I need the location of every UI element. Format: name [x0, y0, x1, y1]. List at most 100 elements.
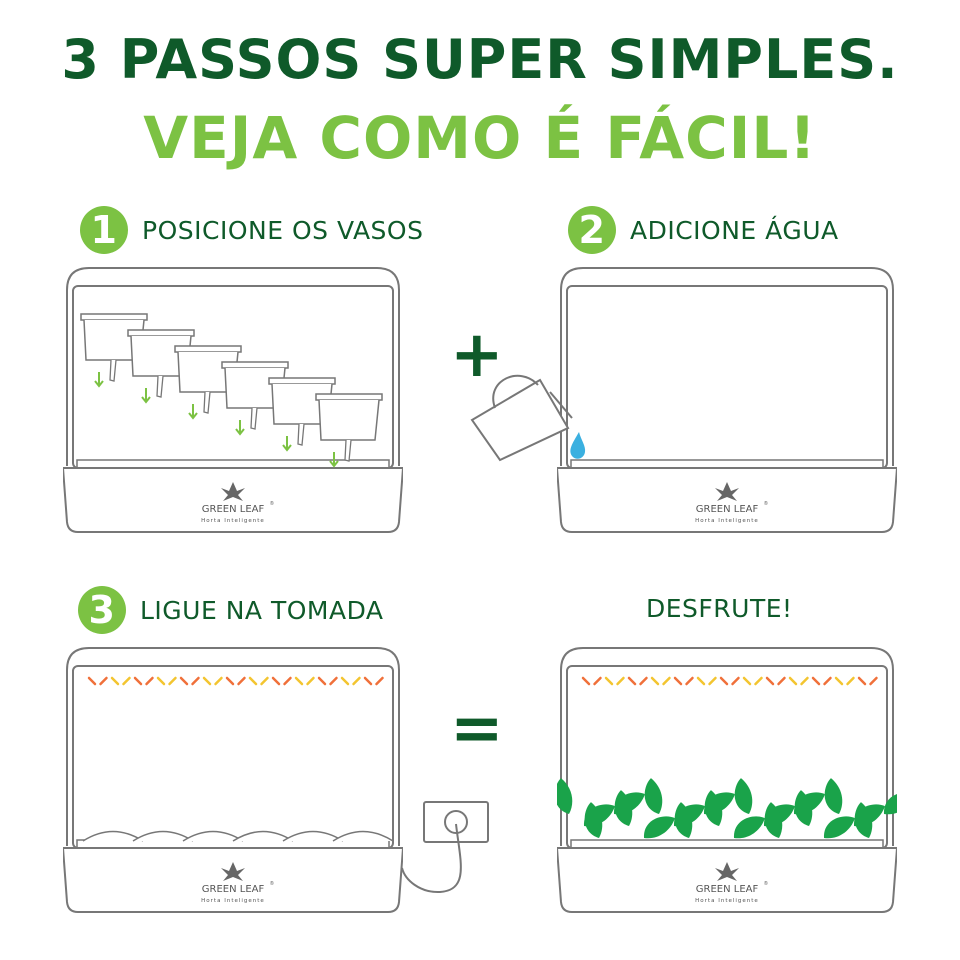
arrow-down-icon — [188, 404, 198, 420]
led-light — [179, 676, 189, 686]
led-light — [237, 676, 246, 686]
led-light — [145, 676, 154, 686]
equals-sign: = — [450, 692, 504, 766]
brand-name: GREEN LEAF — [202, 504, 265, 515]
leaf — [704, 790, 723, 826]
led-light — [673, 676, 683, 686]
step-label: DESFRUTE! — [646, 594, 793, 623]
accessories — [401, 374, 586, 894]
led-light — [363, 676, 373, 686]
led-light — [225, 676, 235, 686]
step-label: POSICIONE OS VASOS — [142, 215, 424, 245]
leaf — [557, 778, 573, 814]
led-light — [788, 676, 798, 686]
led-light — [168, 676, 177, 686]
planter-base — [557, 467, 897, 533]
pot-rim — [268, 377, 336, 385]
led-light — [271, 676, 281, 686]
tray-slots — [76, 459, 390, 469]
step-3-heading: 3 LIGUE NA TOMADA — [78, 586, 384, 634]
brand-name: GREEN LEAF — [202, 884, 265, 895]
leaf — [824, 778, 843, 814]
led-light — [248, 676, 258, 686]
led-light — [811, 676, 821, 686]
step-label: ADICIONE ÁGUA — [630, 215, 839, 245]
led-light — [156, 676, 166, 686]
wick — [203, 391, 211, 414]
tray-slots — [570, 839, 884, 849]
led-light — [214, 676, 223, 686]
registered-mark: ® — [764, 500, 768, 507]
leaf-logo-icon — [715, 862, 739, 881]
step-2-heading: 2 ADICIONE ÁGUA — [568, 206, 839, 254]
led-light — [777, 676, 786, 686]
led-light — [87, 676, 97, 686]
led-light — [857, 676, 867, 686]
leaf — [733, 816, 765, 839]
brand-name: GREEN LEAF — [696, 884, 759, 895]
led-light — [593, 676, 602, 686]
led-light — [122, 676, 131, 686]
wick — [250, 407, 258, 430]
led-light — [604, 676, 614, 686]
led-light — [306, 676, 315, 686]
led-light — [375, 676, 384, 686]
leaf — [883, 792, 897, 815]
leaf — [764, 802, 783, 838]
leaf-logo-icon — [221, 482, 245, 501]
pot-rim — [221, 361, 289, 369]
led-light — [283, 676, 292, 686]
led-light — [696, 676, 706, 686]
led-light — [754, 676, 763, 686]
step-number-badge: 3 — [78, 586, 126, 634]
step-number-badge: 1 — [80, 206, 128, 254]
registered-mark: ® — [764, 880, 768, 887]
led-light — [719, 676, 729, 686]
wick — [156, 375, 164, 398]
arrow-down-icon — [94, 372, 104, 388]
leaf — [823, 816, 855, 839]
led-light — [834, 676, 844, 686]
leaf — [674, 802, 693, 838]
led-light — [800, 676, 809, 686]
pot-body — [318, 399, 380, 441]
led-light — [581, 676, 591, 686]
brand-name: GREEN LEAF — [696, 504, 759, 515]
pot-rim — [315, 393, 383, 401]
power-cord — [401, 823, 462, 894]
leaf — [614, 790, 633, 826]
wick — [297, 423, 305, 446]
led-light — [616, 676, 625, 686]
planter-base — [63, 847, 403, 913]
result-heading: DESFRUTE! — [646, 594, 793, 623]
led-light — [110, 676, 120, 686]
led-light — [329, 676, 338, 686]
led-light — [869, 676, 878, 686]
headline: 3 PASSOS SUPER SIMPLES. — [61, 28, 899, 91]
plant-pot — [315, 393, 383, 468]
led-light — [352, 676, 361, 686]
leaf-logo-icon — [221, 862, 245, 881]
pot-rim — [174, 345, 242, 353]
step-label: LIGUE NA TOMADA — [140, 595, 384, 625]
led-light — [731, 676, 740, 686]
led-light — [846, 676, 855, 686]
planter-base — [557, 847, 897, 913]
arrow-down-icon — [141, 388, 151, 404]
leaf — [644, 778, 663, 814]
pot-rim — [127, 329, 195, 337]
led-light — [708, 676, 717, 686]
led-light — [260, 676, 269, 686]
led-light — [639, 676, 648, 686]
led-light — [742, 676, 752, 686]
watering-can-icon — [470, 374, 573, 462]
led-light — [685, 676, 694, 686]
brand-tagline: Horta Inteligente — [201, 518, 265, 524]
pot-rim — [80, 313, 148, 321]
wall-outlet-icon — [401, 801, 489, 894]
led-light — [202, 676, 212, 686]
subheadline: VEJA COMO É FÁCIL! — [143, 104, 817, 172]
